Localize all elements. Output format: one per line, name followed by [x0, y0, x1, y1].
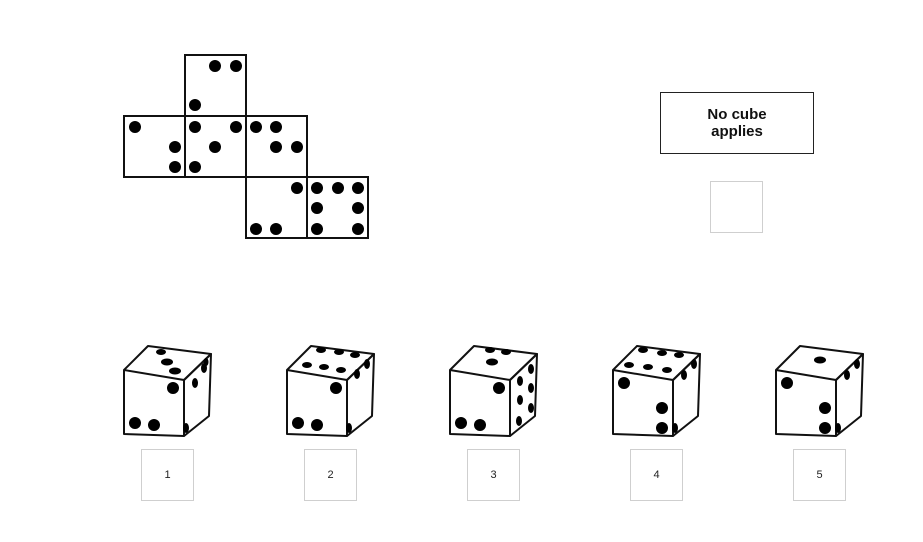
no-cube-applies-label: No cube applies — [707, 106, 767, 140]
answer-box-1[interactable]: 1 — [141, 449, 194, 501]
answer-label-5: 5 — [816, 469, 823, 481]
answer-label-4: 4 — [653, 469, 660, 481]
answer-box-4[interactable]: 4 — [630, 449, 683, 501]
answer-label-3: 3 — [490, 469, 497, 481]
answer-box-5[interactable]: 5 — [793, 449, 846, 501]
cube-option-3 — [449, 345, 538, 437]
no-cube-answer-box[interactable] — [710, 181, 763, 233]
cube-option-5 — [775, 345, 864, 437]
answer-box-2[interactable]: 2 — [304, 449, 357, 501]
cube-option-4 — [612, 345, 701, 437]
no-cube-applies-label-box: No cube applies — [660, 92, 814, 154]
cube-option-2 — [286, 345, 375, 437]
answer-box-3[interactable]: 3 — [467, 449, 520, 501]
answer-label-1: 1 — [164, 469, 171, 481]
answer-label-2: 2 — [327, 469, 334, 481]
cube-option-1 — [123, 345, 212, 437]
